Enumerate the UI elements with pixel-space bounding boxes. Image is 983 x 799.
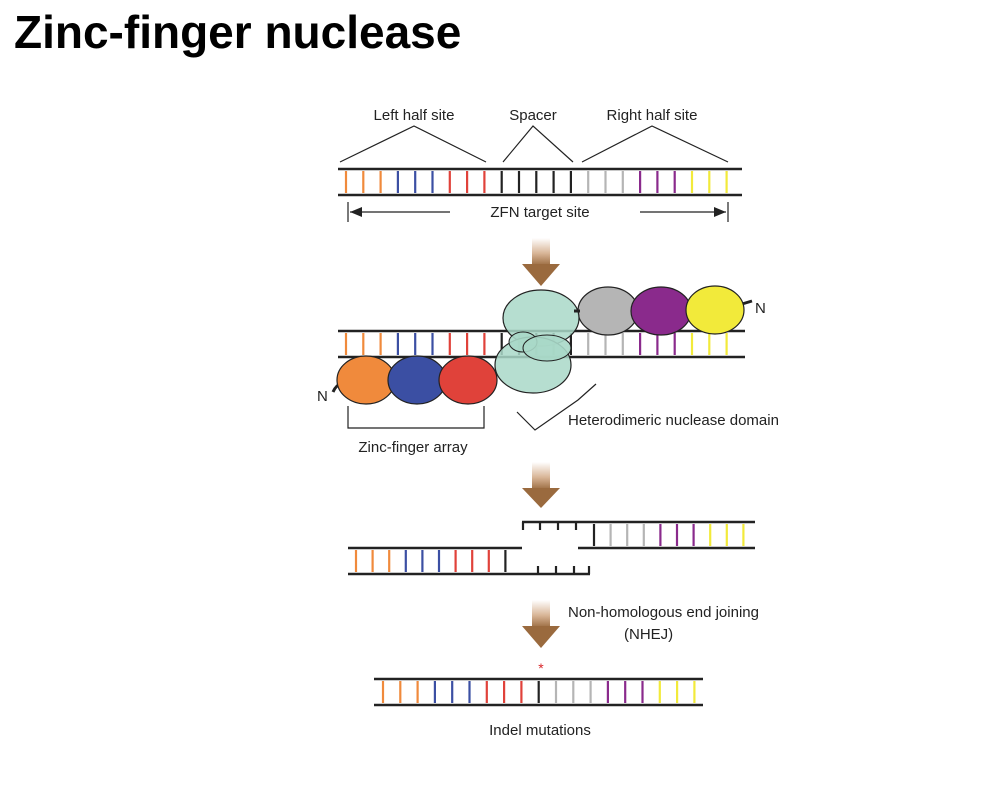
left-half-site-label: Left half site — [374, 107, 455, 124]
target-site-span-arrow — [347, 202, 729, 222]
spacer-label: Spacer — [509, 107, 557, 124]
nhej-label-line1: Non-homologous end joining — [568, 604, 759, 621]
indel-label: Indel mutations — [489, 722, 591, 739]
repaired-dna-panel: * Indel mutations — [374, 660, 703, 739]
n-terminus-left-label: N — [317, 388, 328, 405]
n-terminus-right-label: N — [755, 300, 766, 317]
nuclease-domain — [494, 289, 580, 394]
zinc-finger-purple — [630, 286, 692, 336]
cleaved-fragment-right — [521, 520, 755, 550]
zinc-finger-grey — [577, 286, 639, 336]
zinc-finger-red — [438, 355, 498, 405]
cleaved-dna-panel — [348, 520, 755, 576]
zinc-finger-array-bracket — [347, 406, 485, 429]
nuclease-domain-bracket — [516, 383, 597, 431]
right-half-site-label: Right half site — [607, 107, 698, 124]
zinc-finger-array-label: Zinc-finger array — [358, 439, 468, 456]
process-arrow-3 — [522, 600, 560, 648]
slide-title: Zinc-finger nuclease — [14, 6, 462, 58]
process-arrow-2 — [522, 462, 560, 508]
cleaved-fragment-left — [348, 546, 591, 576]
zfn-bound-panel: N N Heterodimeric nuclease domain Zinc-f… — [317, 285, 779, 456]
nhej-label-line2: (NHEJ) — [624, 626, 673, 643]
nuclease-domain-label: Heterodimeric nuclease domain — [568, 412, 779, 429]
mutation-marker: * — [538, 660, 544, 676]
zinc-finger-array-right — [577, 285, 753, 336]
process-arrow-1 — [522, 238, 560, 286]
spacer-bracket — [502, 125, 574, 163]
zinc-finger-orange — [336, 355, 396, 405]
target-site-panel: Left half site Spacer Right half site ZF… — [338, 107, 742, 222]
zinc-finger-array-left — [331, 355, 498, 405]
zinc-finger-blue — [387, 355, 447, 405]
target-site-label: ZFN target site — [490, 204, 589, 221]
right-half-site-bracket — [581, 125, 729, 163]
left-half-site-bracket — [339, 125, 487, 163]
dna-duplex — [374, 677, 703, 707]
zinc-finger-yellow — [685, 285, 745, 335]
dna-duplex — [338, 167, 742, 197]
